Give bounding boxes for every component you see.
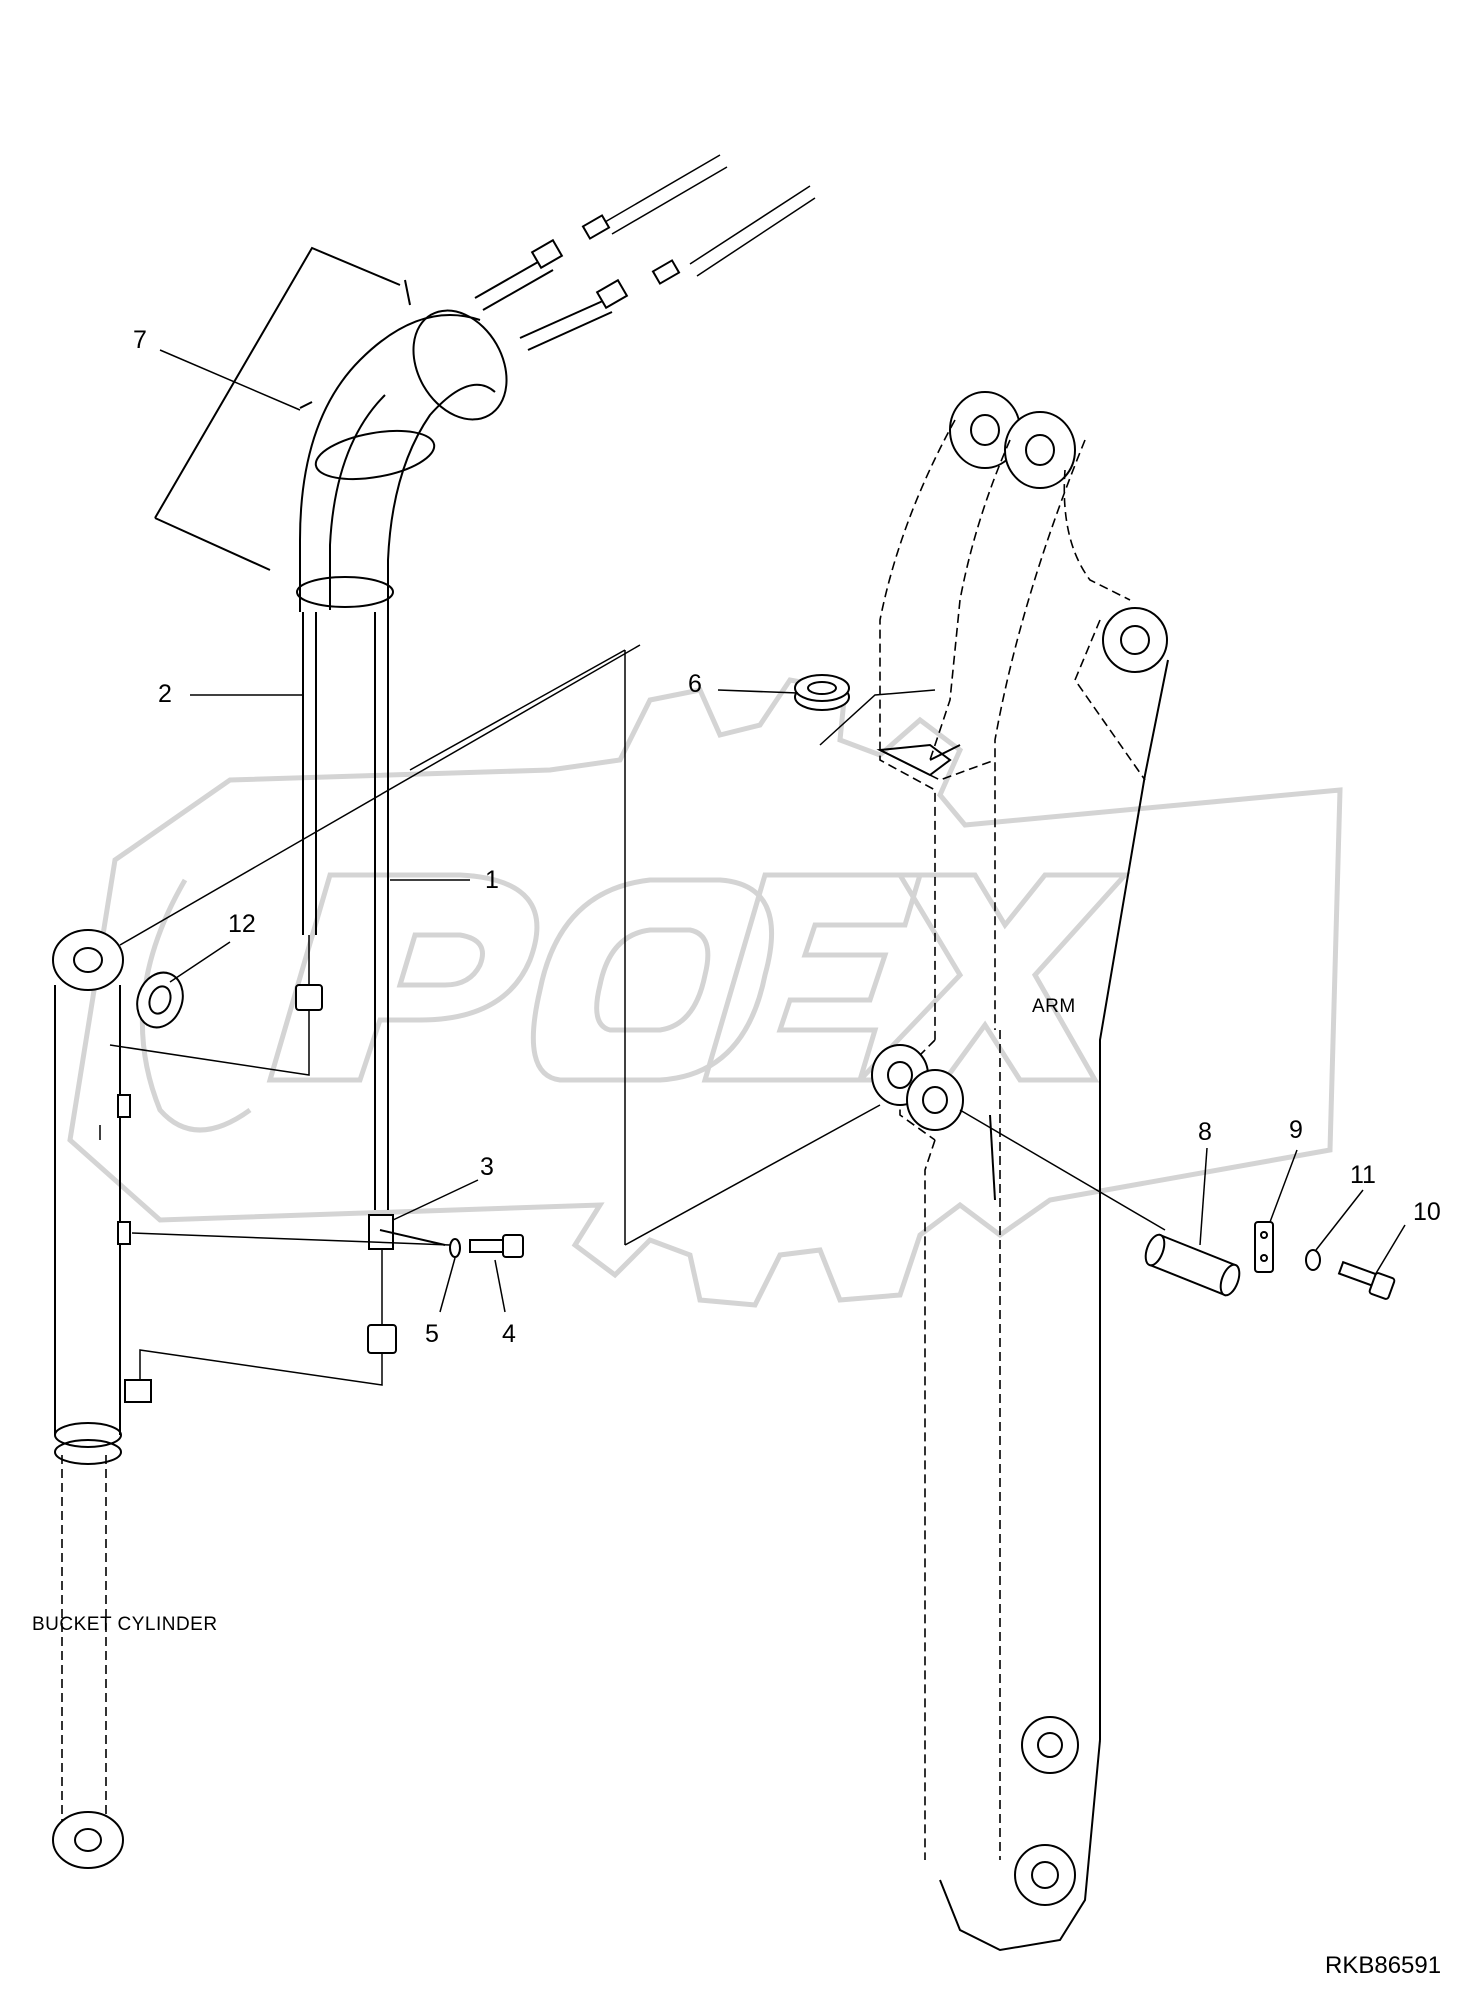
upper-hose-lines <box>581 154 816 285</box>
bucket-cylinder-label: BUCKET CYLINDER <box>32 1614 218 1635</box>
callout-leaders <box>159 349 1406 1313</box>
callout-numbers: 7 2 1 12 6 3 5 4 8 9 11 10 <box>133 326 1441 1348</box>
callout-7: 7 <box>133 326 147 354</box>
hose-clamp-plate <box>154 246 411 571</box>
callout-10: 10 <box>1413 1198 1441 1226</box>
callout-5: 5 <box>425 1320 439 1348</box>
callout-4: 4 <box>502 1320 516 1348</box>
callout-8: 8 <box>1198 1118 1212 1146</box>
arm-label: ARM <box>1032 996 1076 1017</box>
callout-11: 11 <box>1350 1161 1376 1189</box>
callout-2: 2 <box>158 680 172 708</box>
opex-watermark <box>67 677 1343 1308</box>
callout-12: 12 <box>228 910 256 938</box>
callout-1: 1 <box>485 866 499 894</box>
hose-assembly <box>295 309 508 1354</box>
hose-end-fittings <box>474 238 629 351</box>
bucket-cylinder <box>52 644 641 1869</box>
small-parts <box>136 674 1396 1300</box>
arm <box>819 391 1169 1952</box>
callout-3: 3 <box>480 1153 494 1181</box>
assembly-frame-lines <box>409 649 881 1246</box>
callout-6: 6 <box>688 670 702 698</box>
drawing-code: RKB86591 <box>1325 1952 1441 1979</box>
callout-9: 9 <box>1289 1116 1303 1144</box>
